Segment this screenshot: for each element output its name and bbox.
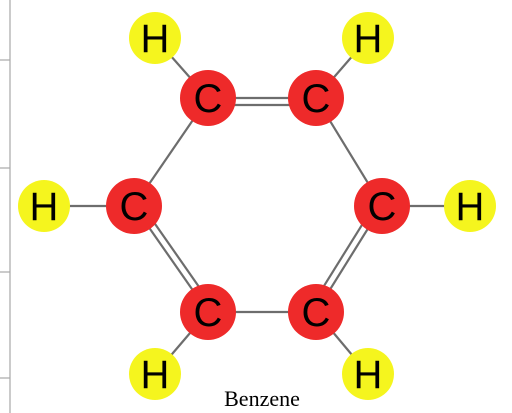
carbon-atom-c1: C — [180, 70, 236, 126]
atom-symbol: C — [302, 77, 331, 121]
atom-circle — [106, 178, 162, 234]
carbon-atom-c5: C — [180, 284, 236, 340]
atom-symbol: H — [141, 17, 170, 61]
atom-symbol: H — [30, 185, 59, 229]
atom-circle — [180, 70, 236, 126]
atom-circle — [342, 12, 394, 64]
atom-symbol: H — [354, 353, 383, 397]
atom-symbol: H — [456, 185, 485, 229]
atom-circle — [18, 180, 70, 232]
atom-circle — [354, 178, 410, 234]
left-frame — [0, 0, 11, 413]
atom-circle — [129, 12, 181, 64]
atom-circle — [288, 284, 344, 340]
hydrogen-atom-h3: H — [444, 180, 496, 232]
carbon-atom-c4: C — [288, 284, 344, 340]
atom-symbol: H — [354, 17, 383, 61]
atom-circle — [180, 284, 236, 340]
atom-symbol: H — [141, 353, 170, 397]
hydrogen-atom-h5: H — [129, 348, 181, 400]
atom-symbol: C — [368, 185, 397, 229]
atom-circle — [444, 180, 496, 232]
atom-circle — [342, 348, 394, 400]
hydrogen-atom-h1: H — [129, 12, 181, 64]
atom-symbol: C — [302, 291, 331, 335]
atom-symbol: C — [194, 77, 223, 121]
hydrogen-atom-h4: H — [342, 348, 394, 400]
carbon-atom-c2: C — [288, 70, 344, 126]
atom-circle — [288, 70, 344, 126]
hydrogen-atom-h2: H — [342, 12, 394, 64]
atom-symbol: C — [120, 185, 149, 229]
atom-circle — [129, 348, 181, 400]
carbon-atom-c6: C — [106, 178, 162, 234]
hydrogen-atom-h6: H — [18, 180, 70, 232]
atom-symbol: C — [194, 291, 223, 335]
carbon-atom-c3: C — [354, 178, 410, 234]
molecule-name: Benzene — [224, 386, 300, 411]
